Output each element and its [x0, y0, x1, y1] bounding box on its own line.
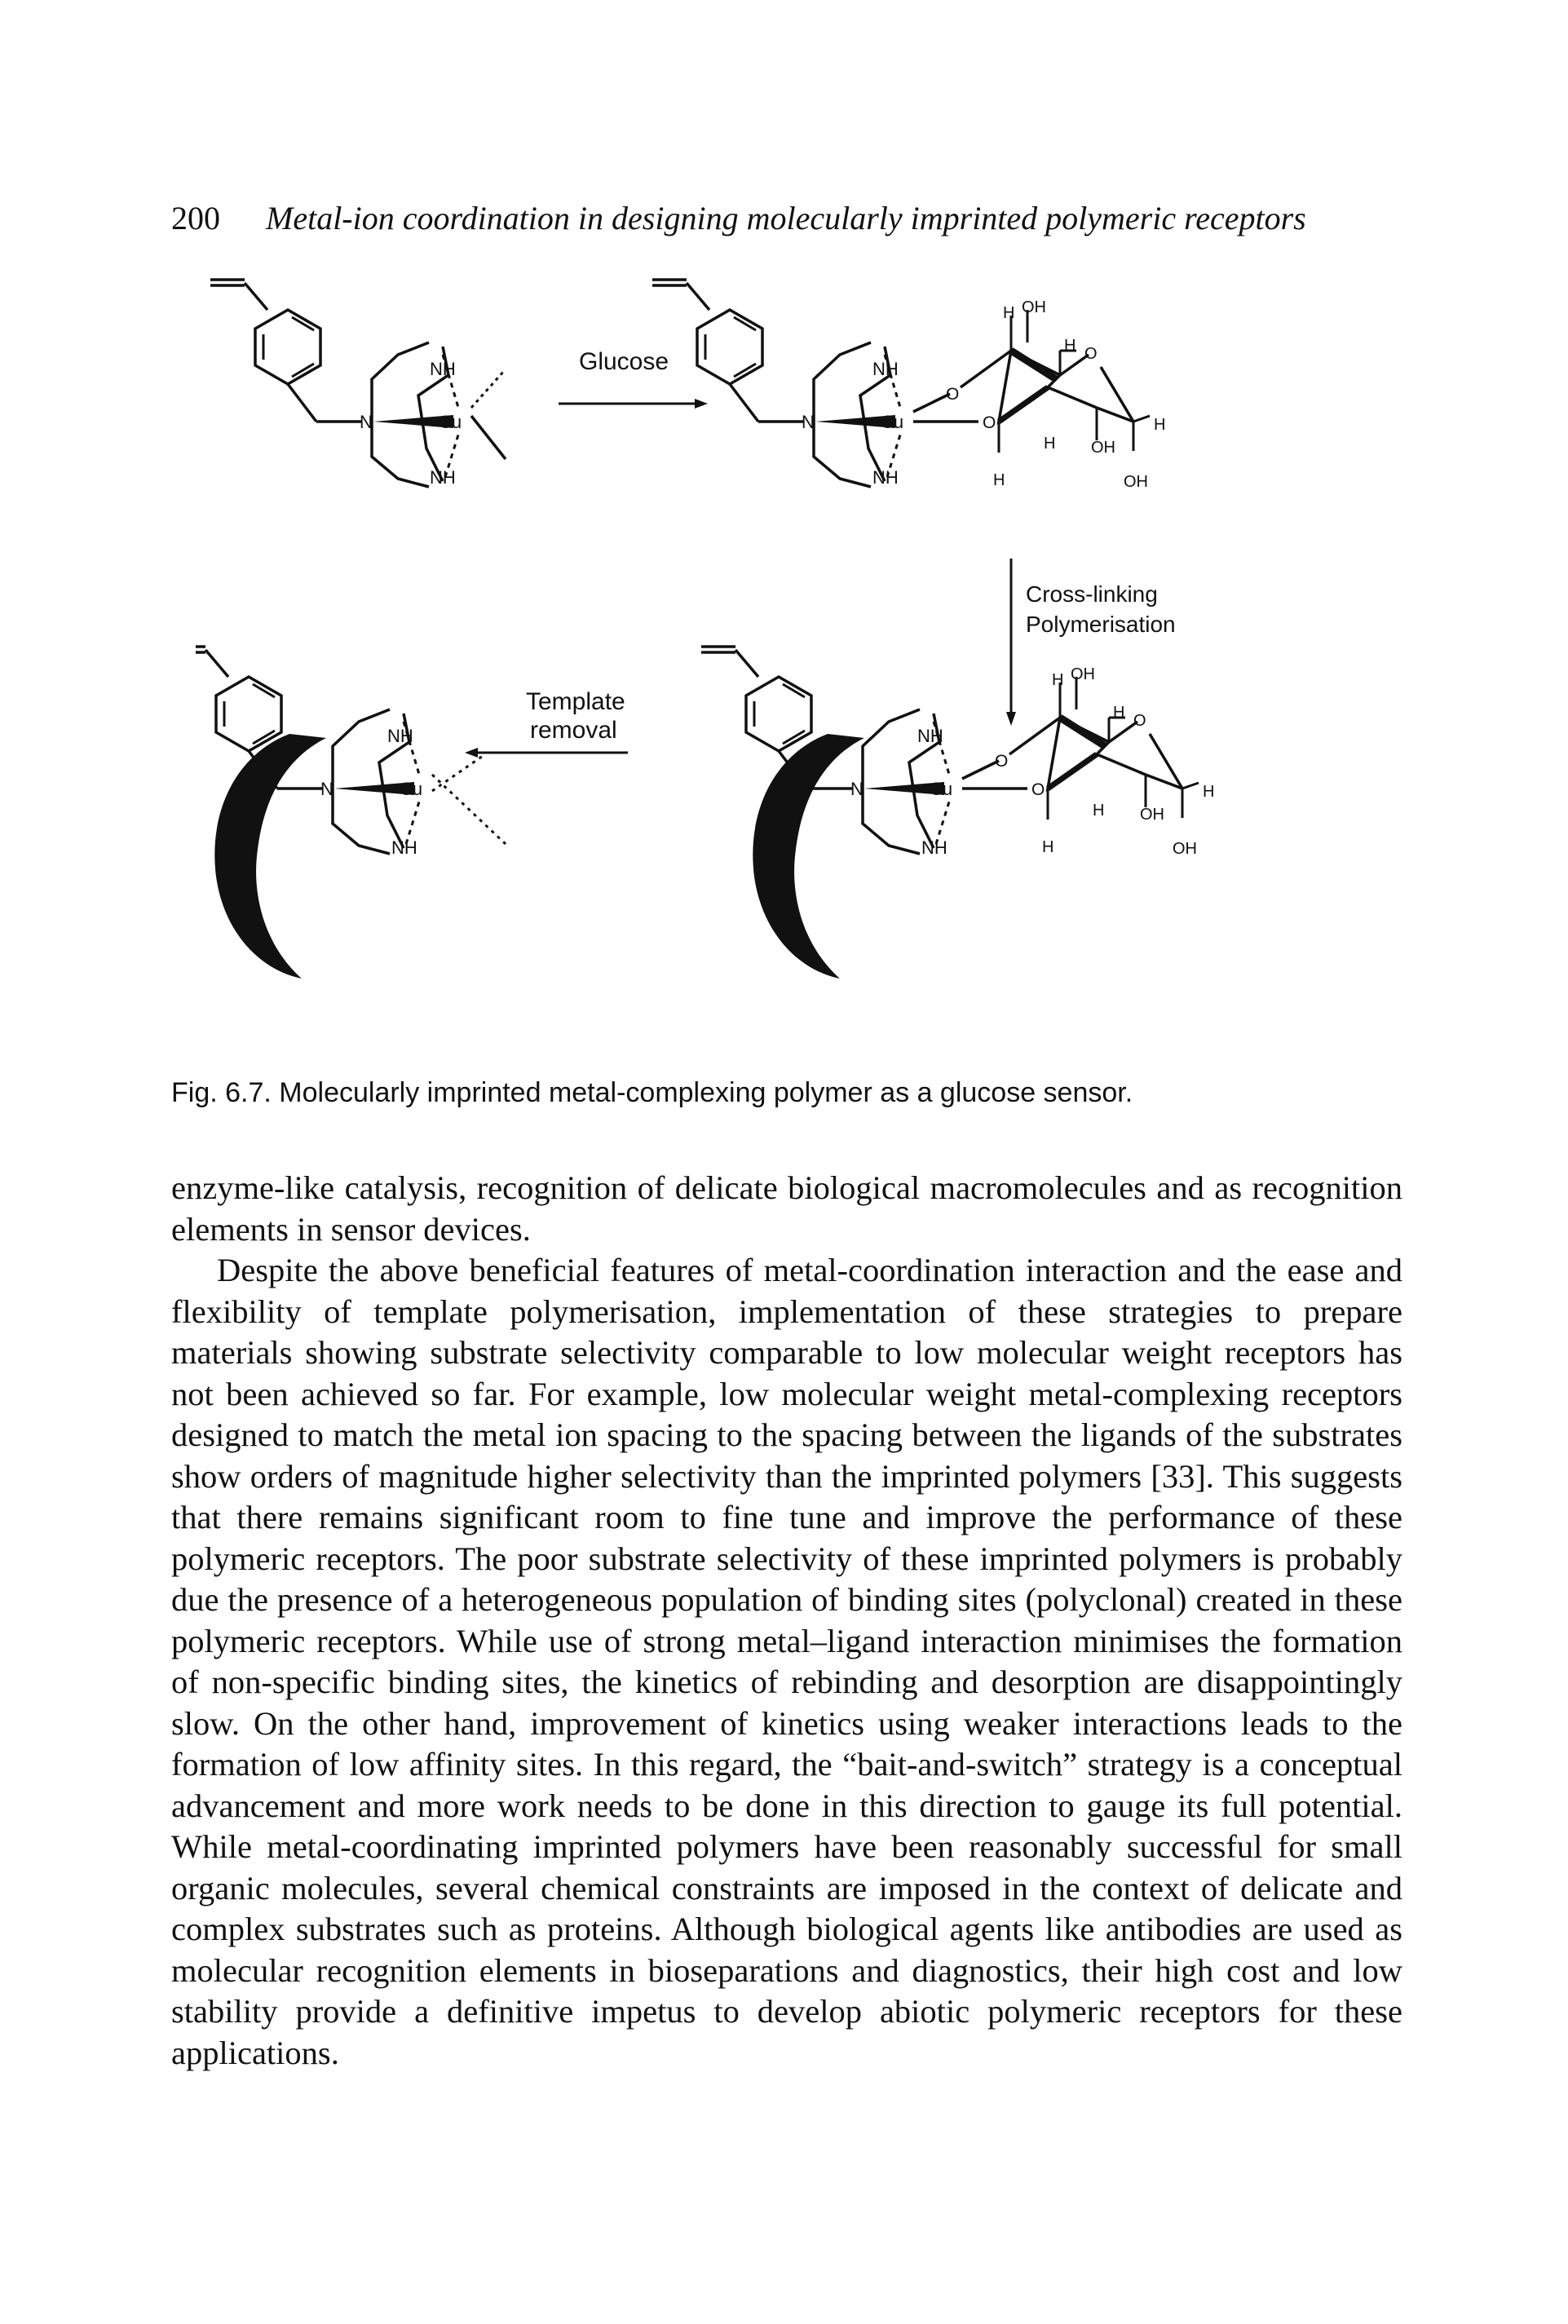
atom-label-oh: OH	[1173, 840, 1197, 858]
atom-label-oh: OH	[1140, 806, 1164, 824]
atom-label-oh: OH	[1091, 439, 1115, 457]
arrow-label-cross-linking: Cross-linking	[1026, 581, 1158, 607]
atom-label-h: H	[1003, 304, 1014, 322]
atom-label-h: H	[1064, 337, 1076, 355]
atom-label-nh: NH	[387, 726, 413, 746]
glucose-arrow: Glucose	[559, 348, 708, 409]
atom-label-oh: OH	[1022, 298, 1046, 316]
atom-label-n: N	[320, 779, 333, 799]
paragraph: enzyme-like catalysis, recognition of de…	[171, 1169, 1402, 1248]
atom-label-oh: OH	[1124, 473, 1148, 491]
atom-label-nh: NH	[391, 837, 417, 858]
reaction-scheme: NH Cu N NH Glucose NH N Cu NH O O H OH H…	[196, 278, 1214, 979]
arrow-label-glucose: Glucose	[579, 348, 669, 375]
atom-label-o: O	[946, 385, 959, 404]
paragraph: Despite the above beneficial features of…	[171, 1252, 1402, 2071]
atom-label-nh: NH	[430, 359, 456, 379]
atom-label-n: N	[360, 412, 373, 432]
atom-label-cu: Cu	[930, 779, 952, 799]
atom-label-nh: NH	[872, 359, 899, 379]
body-text: enzyme-like catalysis, recognition of de…	[171, 1168, 1402, 2074]
atom-label-cu: Cu	[439, 412, 462, 432]
cu-glucose-complex: NH N Cu NH O O H OH H O H OH H H OH	[651, 278, 1165, 491]
atom-label-nh: NH	[872, 467, 899, 488]
atom-label-o: O	[983, 413, 996, 432]
atom-label-nh: NH	[921, 837, 947, 858]
atom-label-h: H	[1044, 435, 1055, 453]
running-header: 200 Metal-ion coordination in designing m…	[171, 197, 1394, 240]
atom-label-h: H	[1052, 671, 1063, 689]
imprinted-cavity-with-glucose: NH N Cu NH O O H OH H O H OH H H OH	[700, 645, 1214, 979]
imprinted-cavity-empty: NH N Cu NH	[196, 645, 507, 979]
atom-label-h: H	[1093, 802, 1104, 820]
bound-glucose	[962, 677, 1199, 820]
arrow-label-removal: removal	[530, 717, 617, 744]
arrow-label-polymerisation: Polymerisation	[1026, 612, 1176, 637]
atom-label-cu: Cu	[400, 779, 422, 799]
page-number: 200	[171, 200, 220, 236]
cu-complex-monomer: NH Cu N NH	[209, 278, 507, 488]
cross-linking-arrow: Cross-linking Polymerisation	[1006, 559, 1176, 726]
arrow-label-template: Template	[526, 688, 625, 715]
atom-label-o: O	[1133, 712, 1146, 730]
atom-label-oh: OH	[1071, 665, 1095, 683]
atom-label-h: H	[1203, 783, 1214, 801]
atom-label-nh: NH	[430, 467, 456, 488]
atom-label-o: O	[1084, 345, 1098, 363]
atom-label-h: H	[1113, 704, 1124, 722]
figure-caption: Fig. 6.7. Molecularly imprinted metal-co…	[171, 1077, 1133, 1108]
template-removal-arrow: Template removal	[465, 688, 628, 758]
atom-label-o: O	[1031, 780, 1045, 799]
atom-label-n: N	[850, 779, 864, 799]
polymer-crescent	[214, 734, 326, 979]
running-title: Metal-ion coordination in designing mole…	[266, 200, 1306, 236]
figure-6-7: NH Cu N NH Glucose NH N Cu NH O O H OH H…	[196, 273, 1402, 1040]
atom-label-h: H	[1042, 838, 1053, 856]
atom-label-h: H	[1154, 416, 1165, 434]
atom-label-o: O	[995, 752, 1008, 771]
atom-label-h: H	[993, 471, 1005, 489]
atom-label-nh: NH	[917, 726, 943, 746]
polymer-crescent	[753, 734, 864, 979]
atom-label-cu: Cu	[881, 412, 903, 432]
atom-label-n: N	[802, 412, 815, 432]
